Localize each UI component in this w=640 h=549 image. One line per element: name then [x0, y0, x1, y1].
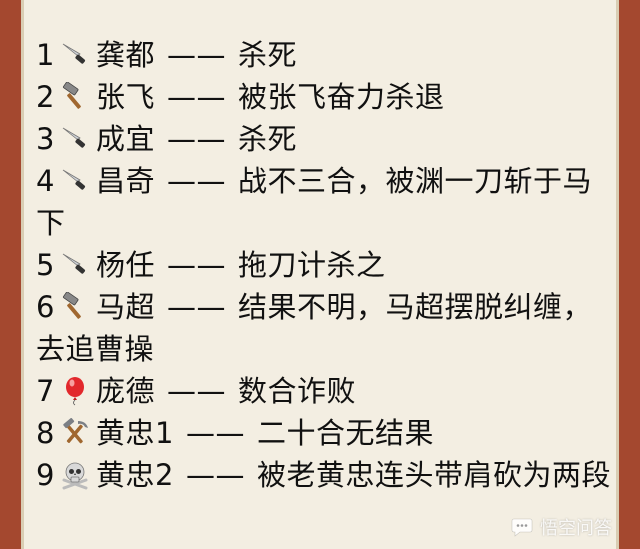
- general-name: 龚都: [96, 38, 156, 72]
- battle-result: 拖刀计杀之: [238, 248, 386, 282]
- watermark-text: 悟空问答: [540, 518, 612, 539]
- hammer-icon: [62, 292, 81, 319]
- battle-result: 结果不明，马超摆脱纠缠，去追曹操: [36, 290, 593, 366]
- list-item: 3 成宜 —— 杀死: [36, 118, 616, 160]
- entry-number: 6: [36, 290, 55, 324]
- knife-icon: [62, 169, 86, 190]
- knife-icon: [62, 253, 86, 274]
- dash: ——: [185, 416, 245, 450]
- knife-icon: [62, 43, 86, 64]
- dash: ——: [167, 164, 227, 198]
- dash: ——: [167, 248, 227, 282]
- battle-result: 被张飞奋力杀退: [238, 80, 445, 114]
- left-border: [0, 0, 21, 549]
- chat-bubble-icon: [511, 518, 533, 537]
- dash: ——: [167, 290, 227, 324]
- list-item: 7 庞德 —— 数合诈败: [36, 370, 616, 412]
- list-item: 8 黄忠1 —— 二十合无结果: [36, 412, 616, 454]
- general-name: 昌奇: [96, 164, 156, 198]
- list-item: 9 黄忠2 —— 被老黄忠连头带肩砍为两段: [36, 454, 616, 496]
- list-item: 1 龚都 —— 杀死: [36, 34, 616, 76]
- battle-result: 杀死: [238, 38, 298, 72]
- general-name: 黄忠2: [96, 458, 174, 492]
- general-name: 庞德: [96, 374, 156, 408]
- list-item: 5 杨任 —— 拖刀计杀之: [36, 244, 616, 286]
- left-border-trim: [21, 0, 24, 549]
- general-name: 黄忠1: [96, 416, 174, 450]
- battle-result: 数合诈败: [238, 374, 357, 408]
- entry-number: 7: [36, 374, 55, 408]
- hammer-pick-icon: [63, 418, 88, 444]
- battle-result: 战不三合，被渊一刀斩于马下: [36, 164, 593, 240]
- general-name: 成宜: [96, 122, 156, 156]
- watermark: 悟空问答: [510, 513, 612, 541]
- general-name: 马超: [96, 290, 156, 324]
- balloon-icon: [66, 377, 84, 406]
- dash: ——: [167, 38, 227, 72]
- battle-result: 杀死: [238, 122, 298, 156]
- entry-number: 2: [36, 80, 55, 114]
- entry-number: 1: [36, 38, 55, 72]
- dash: ——: [185, 458, 245, 492]
- knife-icon: [62, 127, 86, 148]
- entry-number: 5: [36, 248, 55, 282]
- dash: ——: [167, 122, 227, 156]
- dash: ——: [167, 80, 227, 114]
- skull-crossbones-icon: [62, 462, 88, 490]
- entry-number: 3: [36, 122, 55, 156]
- dash: ——: [167, 374, 227, 408]
- entry-number: 9: [36, 458, 55, 492]
- general-name: 杨任: [96, 248, 156, 282]
- list-item: 6 马超 ——结果不明，马超摆脱纠缠，去追曹操: [36, 286, 616, 370]
- right-border-trim: [616, 0, 619, 549]
- general-name: 张飞: [96, 80, 156, 114]
- battle-result: 二十合无结果: [256, 416, 434, 450]
- entry-number: 8: [36, 416, 55, 450]
- right-border: [619, 0, 640, 549]
- hammer-icon: [62, 82, 81, 109]
- battle-result: 被老黄忠连头带肩砍为两段: [256, 458, 611, 492]
- list-item: 4 昌奇 ——战不三合，被渊一刀斩于马下: [36, 160, 616, 244]
- entry-number: 4: [36, 164, 55, 198]
- list-item: 2 张飞 —— 被张飞奋力杀退: [36, 76, 616, 118]
